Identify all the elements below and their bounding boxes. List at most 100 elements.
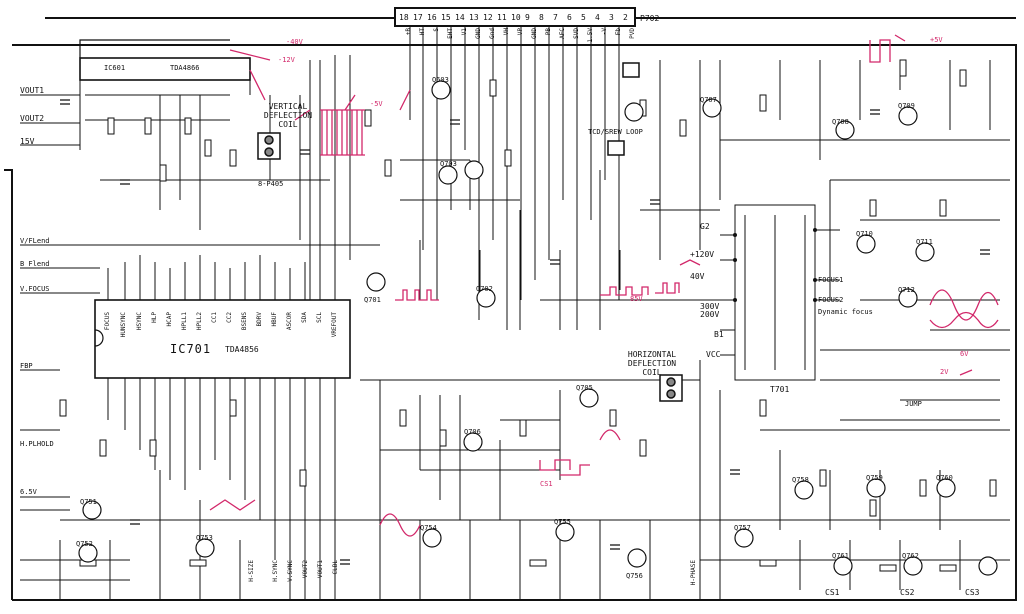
rail-label: B Flend [20,260,50,268]
ic701-pin-label: HUNSYNC [120,312,127,338]
connector-signal: 1.5V [587,28,594,43]
rail-label: V/FLend [20,237,50,245]
component-bodies [59,59,997,572]
transistor-ref: Q712 [898,286,915,294]
ic701-pin-label: FOCUS [104,312,111,331]
connector-pin-number: 12 [483,13,493,22]
connector-signal: +B [405,28,412,36]
voltage-annotation: +120V [690,250,715,259]
connector-signal: -V [601,28,608,36]
transistor-ref: Q754 [420,524,437,532]
ic701-ref: IC701 [170,342,212,356]
voltage-annotation: 85V [630,295,643,303]
voltage-annotation: 40V [690,272,705,281]
voltage-annotation: CS1 [540,480,553,488]
connector-signal: VP [517,28,524,36]
signal-label: H-PHASE [690,560,697,586]
connector-signal: S [433,28,440,32]
connector-pin-number: 4 [595,13,600,22]
rail-label: V.FOCUS [20,285,50,293]
signal-label: V.SYNC [287,560,294,582]
vertical-coil-connector-ref: 8-P405 [258,180,284,188]
transistor-ref: Q708 [832,118,849,126]
connector-ref: P702 [640,14,660,23]
transistor-ref: Q705 [576,384,593,392]
transistor-ref: Q756 [626,572,643,580]
transistor-ref: Q711 [916,238,933,246]
rail-label: VOUT1 [20,86,45,95]
connector-signal: SVD [573,28,580,39]
coil-label-line: HORIZONTAL [627,350,677,359]
transistor-ref: Q755 [554,518,571,526]
ic701-pin-label: SDA [301,312,308,323]
connector-pin-number: 11 [497,13,507,22]
signal-label: H.SYNC [272,560,279,582]
coil-label-line: VERTICAL [268,102,308,111]
cs-ref: CS3 [965,588,980,597]
board-frame [4,17,1017,601]
connector-signal: Gnd [489,28,496,39]
voltage-annotation: 300V [700,302,720,311]
horizontal-coil-label: HORIZONTAL DEFLECTION COIL [622,350,682,377]
transistor-ref: Q709 [898,102,915,110]
ic701-pin-label: HCAP [166,312,173,327]
connector-pin-number: 10 [511,13,521,22]
connector-signal: V1 [461,28,468,36]
connector-pin-number: 18 [399,13,409,22]
signal-label: VOUT2 [302,560,309,579]
waveform-annotations [209,34,999,537]
ic701-pin-label: BSENS [241,312,248,331]
coil-label-line: DEFLECTION [627,359,677,368]
transformer-tap: G2 [700,222,710,231]
ic701-pin-label: HBUF [271,312,278,327]
ic601-body [79,57,251,81]
connector-signal: Fb [615,28,622,36]
connector-signal: PVD [629,28,636,39]
ic701-pin-label: HPLL1 [181,312,188,331]
ic601-part: TDA4866 [170,64,200,72]
transistor-ref: Q702 [476,285,493,293]
transistor-ref: Q753 [196,534,213,542]
transistor-ref: Q751 [80,498,97,506]
rail-label: VOUT2 [20,114,45,123]
ic701-pin-label: HSYNC [136,312,143,331]
ic701-pin-label: HLP [151,312,158,323]
voltage-annotation: -40V [286,38,303,46]
connector-pin-number: 13 [469,13,479,22]
rail-label: H.PLHOLD [20,440,54,448]
transformer-tap: Dynamic focus [818,308,873,316]
ic601-heatsink [79,39,230,58]
coil-label-line: COIL [642,368,662,377]
ic701-body [94,299,351,379]
connector-pin-number: 5 [581,13,586,22]
transistor-ref: Q757 [734,524,751,532]
transistor-ref: Q752 [76,540,93,548]
signal-label: VOUT1 [317,560,324,579]
ic701-notch [94,329,104,347]
jump-label: JUMP [905,400,922,408]
coil-connectors [257,62,683,402]
transformer-tap: B1 [714,330,724,339]
connector-pin-number: 6 [567,13,572,22]
vertical-coil-label: VERTICAL DEFLECTION COIL [258,102,318,129]
connector-signal: GND [475,28,482,39]
voltage-annotation: 6V [960,350,969,358]
ic701-part: TDA4856 [225,345,259,354]
connector-pin-number: 16 [427,13,437,22]
tcd-label: TCD/SREW LOOP [588,128,643,136]
voltage-annotation: 200V [700,310,720,319]
transistor-ref: Q703 [440,160,457,168]
signal-label: CLBL [332,560,339,575]
connector-pin-number: 15 [441,13,451,22]
ic701-pin-label: CC1 [211,312,218,323]
transistor-ref: Q759 [866,474,883,482]
voltage-annotation: -12V [278,56,295,64]
connector-signal: EHT [447,28,454,39]
connector-pin-number: 3 [609,13,614,22]
connector-signal: AFC [559,28,566,39]
transistor-ref: Q706 [464,428,481,436]
connector-signal: HT [419,28,426,36]
connector-p702-body [394,7,636,27]
ic701-pin-label: ASCOR [286,312,293,331]
